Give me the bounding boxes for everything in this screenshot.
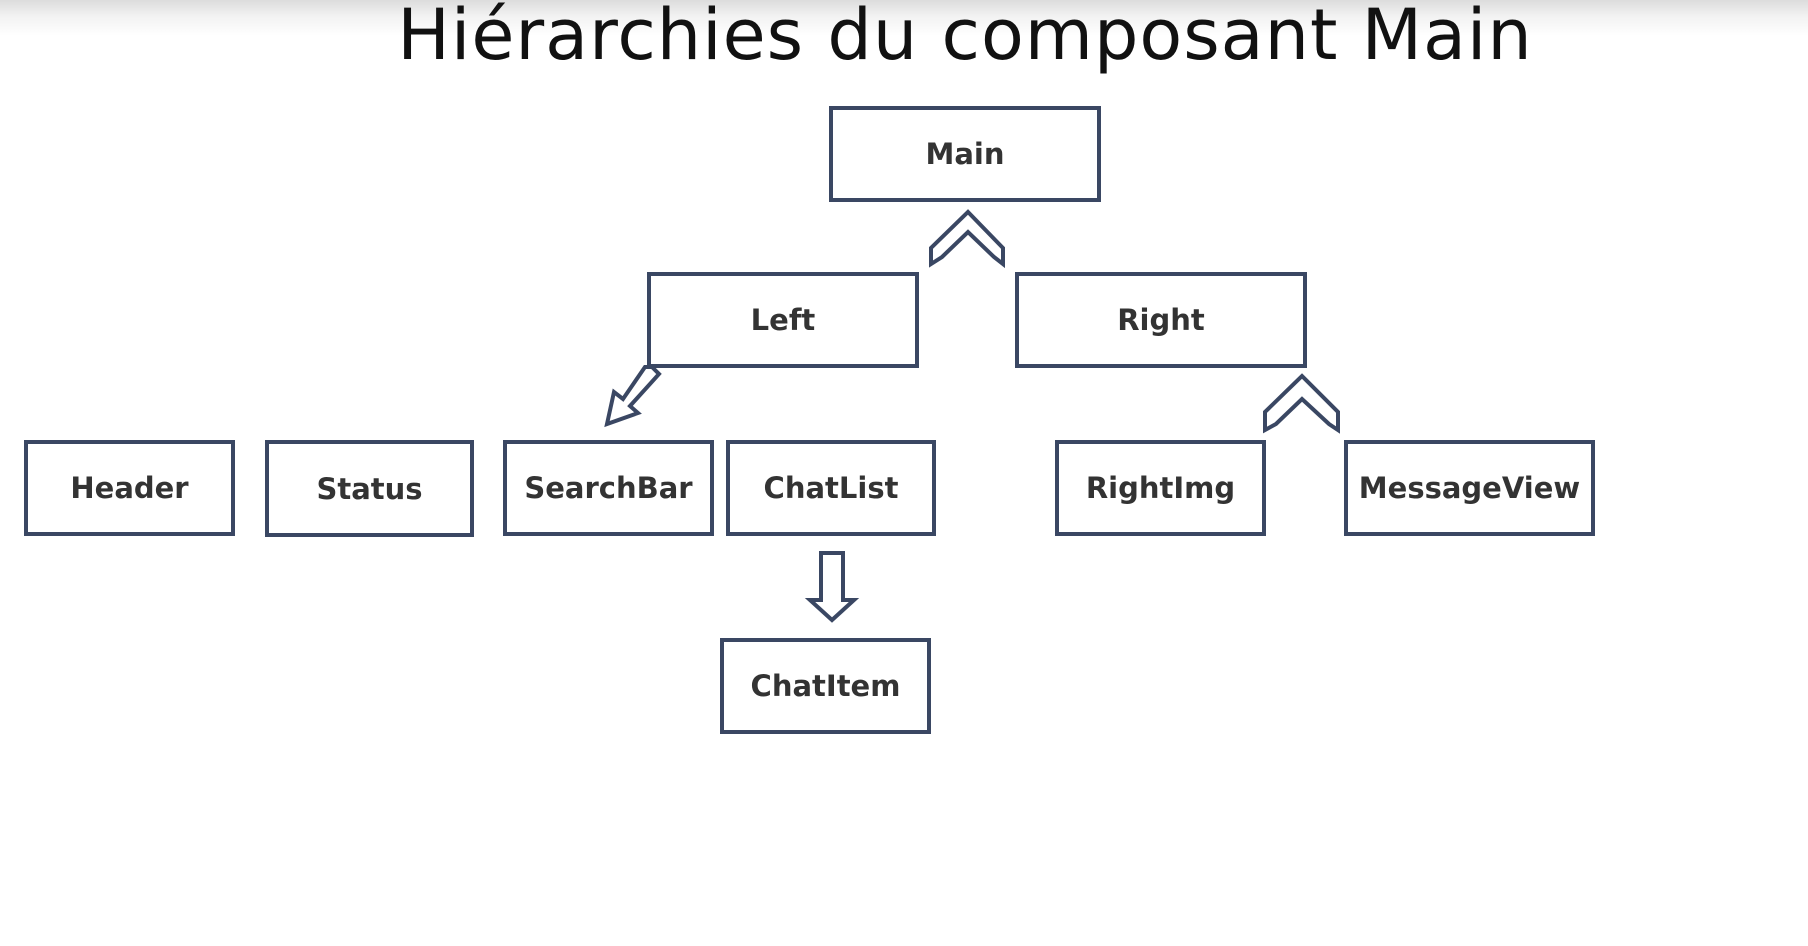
top-shadow bbox=[0, 0, 1808, 36]
node-right: Right bbox=[1015, 272, 1307, 368]
node-messageview: MessageView bbox=[1344, 440, 1595, 536]
node-chatitem: ChatItem bbox=[720, 638, 931, 734]
node-left: Left bbox=[647, 272, 919, 368]
node-rightimg: RightImg bbox=[1055, 440, 1266, 536]
node-header: Header bbox=[24, 440, 235, 536]
node-status: Status bbox=[265, 440, 474, 537]
node-main: Main bbox=[829, 106, 1101, 202]
split-arrow-right-icon bbox=[1263, 373, 1340, 434]
arrow-chatlist-to-chatitem-icon bbox=[804, 551, 860, 623]
node-chatlist: ChatList bbox=[726, 440, 936, 536]
arrow-left-to-searchbar-icon bbox=[604, 365, 662, 428]
slide-title: Hiérarchies du composant Main bbox=[397, 0, 1533, 76]
split-arrow-main-icon bbox=[929, 209, 1005, 269]
node-searchbar: SearchBar bbox=[503, 440, 714, 536]
